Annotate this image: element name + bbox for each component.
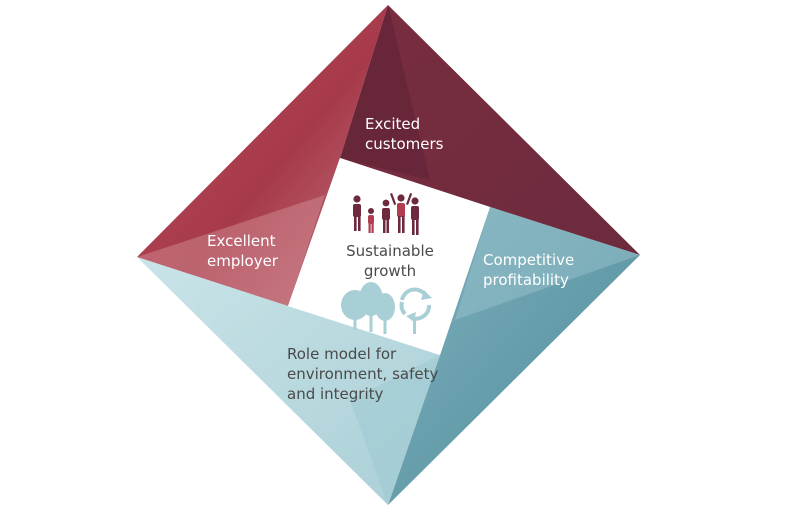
center-title-line1: Sustainable	[346, 242, 434, 260]
quadrant-left-highlight	[137, 195, 325, 306]
label-excited-customers-line1: Excited	[365, 115, 420, 133]
quadrant-bottom-shape	[137, 257, 440, 505]
quadrant-bottom-highlight	[350, 355, 440, 505]
quadrant-top-shape	[340, 5, 640, 255]
trees-icon	[341, 282, 395, 334]
label-role-model-line1: Role model for	[287, 345, 397, 363]
center-panel	[288, 158, 490, 355]
recycle-arrows-icon	[399, 287, 432, 334]
quadrant-bottom	[137, 257, 440, 505]
quadrant-right-highlight	[455, 207, 640, 320]
quadrant-left	[137, 5, 388, 306]
quadrant-right-shape	[388, 207, 640, 505]
label-competitive-profitability-line1: Competitive	[483, 251, 574, 269]
label-competitive-profitability-line2: profitability	[483, 271, 569, 289]
quadrant-top-highlight	[340, 5, 430, 180]
people-group-icon	[353, 192, 419, 235]
quadrant-left-shape	[137, 5, 388, 306]
quadrant-top	[340, 5, 640, 255]
label-excellent-employer-line1: Excellent	[207, 232, 276, 250]
label-role-model-line2: environment, safety	[287, 365, 438, 383]
quadrant-right	[388, 207, 640, 505]
label-role-model-line3: and integrity	[287, 385, 384, 403]
center-title-line2: growth	[364, 262, 416, 280]
label-excellent-employer-line2: employer	[207, 252, 279, 270]
label-excited-customers-line2: customers	[365, 135, 444, 153]
